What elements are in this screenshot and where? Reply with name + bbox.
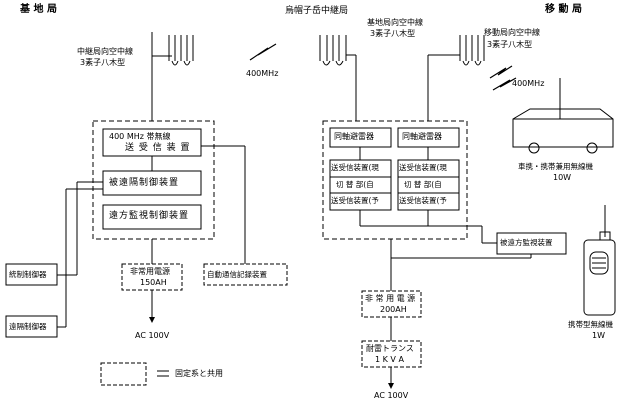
base-remote-monitor-label: 遠方監視制御装置 <box>109 211 190 221</box>
control-unit-label: 統制制御器 <box>9 270 47 279</box>
section-mobile-label: 移 動 局 <box>545 4 582 15</box>
auto-recorder-label: 自動通信記録装置 <box>207 270 267 279</box>
base-yagi-antenna <box>151 32 194 121</box>
base-transceiver-label-2: 送 受 信 装 置 <box>125 143 191 153</box>
relay-remote-monitor-label: 被遠方監視装置 <box>500 238 553 247</box>
section-base-label: 基 地 局 <box>20 4 57 15</box>
link-frequency-2: 400MHz <box>512 79 545 88</box>
auto-recorder-box <box>203 263 288 286</box>
relay-mobile-yagi-antenna <box>427 35 485 121</box>
radio-link-zigzag <box>249 43 277 61</box>
base-emergency-power-label-2: 150AH <box>140 278 167 287</box>
base-emergency-power-label-1: 非常用電源 <box>130 267 170 276</box>
relay-emergency-power-label-1: 非 常 用 電 源 <box>365 294 416 303</box>
base-antenna-label-1: 中継局向空中線 <box>77 47 133 56</box>
relay-tr-left-row2: 切 替 部(自 <box>336 180 374 189</box>
vehicle-radio-label-2: 10W <box>553 173 572 182</box>
relay-emergency-power-label-2: 200AH <box>380 305 407 314</box>
relay-transformer-label-2: 1 K V A <box>375 355 404 364</box>
relay-antenna-mobile-label-2: 3素子八木型 <box>487 40 533 49</box>
base-transceiver-label-1: 400 MHz 帯無線 <box>109 132 171 141</box>
relay-base-yagi-antenna <box>319 35 357 121</box>
control-unit-box <box>5 263 58 286</box>
base-equipment-frame <box>92 120 215 240</box>
relay-equipment-frame <box>322 120 468 240</box>
base-remote-ctrl-label: 被遠隔制御装置 <box>109 178 180 188</box>
relay-duplexer-right-label: 同軸避雷器 <box>402 132 442 141</box>
remote-control-unit-box <box>5 315 58 338</box>
base-antenna-label-2: 3素子八木型 <box>80 58 126 67</box>
base-ac-label: AC 100V <box>135 331 170 340</box>
relay-antenna-mobile-label-1: 移動局向空中線 <box>484 28 540 37</box>
section-relay-label: 烏帽子岳中継局 <box>285 6 349 16</box>
relay-antenna-base-label-1: 基地局向空中線 <box>367 18 423 27</box>
relay-tr-right-row2: 切 替 部(自 <box>404 180 442 189</box>
portable-radio-icon <box>583 205 616 316</box>
relay-tr-left-row1: 送受信装置(現 <box>331 163 379 172</box>
relay-duplexer-left-label: 同軸避雷器 <box>334 132 374 141</box>
relay-antenna-base-label-2: 3素子八木型 <box>370 29 416 38</box>
remote-control-unit-label: 遠隔制御器 <box>9 322 47 331</box>
legend-dashed-box <box>100 362 147 386</box>
legend-label: 固定系と共用 <box>175 369 223 378</box>
relay-tr-right-row1: 送受信装置(現 <box>399 163 447 172</box>
base-remote-monitor-box <box>102 204 202 230</box>
relay-ac-label: AC 100V <box>374 391 409 400</box>
relay-transformer-label-1: 耐雷トランス <box>366 344 414 353</box>
vehicle-icon <box>512 78 614 154</box>
relay-tr-right-row3: 送受信装置(予 <box>399 196 447 205</box>
portable-radio-label-1: 携帯型無線機 <box>568 320 613 329</box>
relay-tr-left-row3: 送受信装置(予 <box>331 196 379 205</box>
link-frequency-1: 400MHz <box>246 69 279 78</box>
portable-radio-label-2: 1W <box>592 331 605 340</box>
vehicle-radio-label-1: 車携・携帯兼用無線機 <box>518 162 593 171</box>
radio-link-zigzag-2 <box>489 65 513 79</box>
